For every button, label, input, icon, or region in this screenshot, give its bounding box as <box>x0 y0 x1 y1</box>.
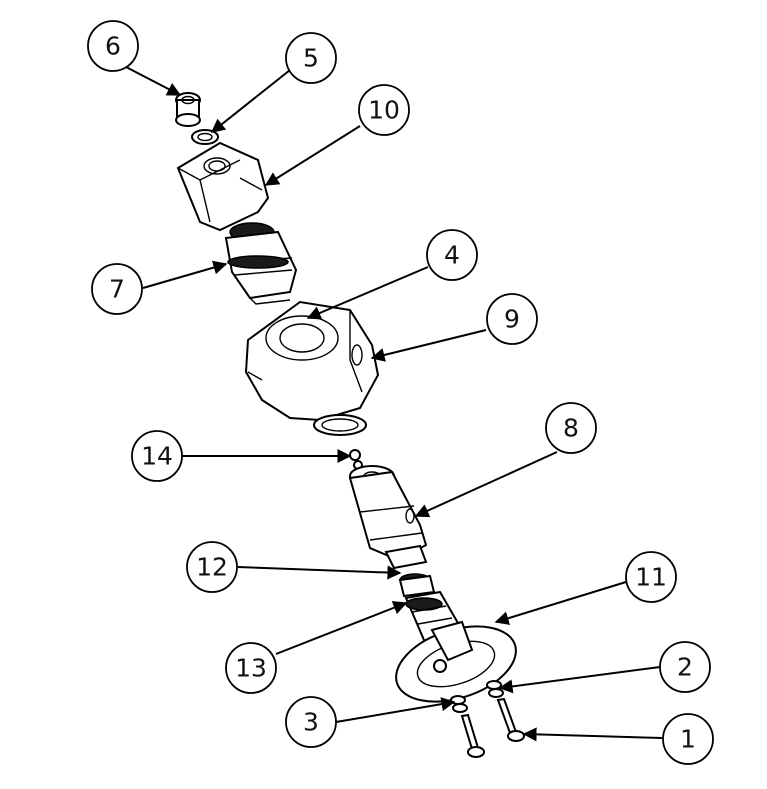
balloon-label: 10 <box>368 96 400 125</box>
balloon-11: 11 <box>625 551 677 603</box>
part-7-coupling <box>224 222 298 305</box>
part-11-flange <box>395 620 517 703</box>
o-ring-under-body <box>313 414 367 436</box>
balloon-8: 8 <box>545 402 597 454</box>
balloon-label: 6 <box>105 32 121 61</box>
part-12-plug <box>398 573 436 598</box>
part-5-ring <box>191 129 219 145</box>
balloon-label: 2 <box>677 653 693 682</box>
part-6-fitting <box>175 92 201 127</box>
balloon-label: 14 <box>141 442 173 471</box>
balloon-5: 5 <box>285 32 337 84</box>
balloon-label: 5 <box>303 44 319 73</box>
balloon-7: 7 <box>91 263 143 315</box>
balloon-12: 12 <box>186 541 238 593</box>
balloon-label: 4 <box>444 241 460 270</box>
part-8-cartridge <box>348 465 428 570</box>
balloon-4: 4 <box>426 229 478 281</box>
balloon-label: 1 <box>680 725 696 754</box>
balloon-3: 3 <box>285 696 337 748</box>
balloon-label: 3 <box>303 708 319 737</box>
balloon-label: 13 <box>235 654 267 683</box>
balloon-2: 2 <box>659 641 711 693</box>
balloon-label: 11 <box>635 563 667 592</box>
part-14-ball <box>349 449 363 470</box>
balloon-9: 9 <box>486 293 538 345</box>
balloon-1: 1 <box>662 713 714 765</box>
balloon-13: 13 <box>225 642 277 694</box>
balloon-14: 14 <box>131 430 183 482</box>
balloon-label: 12 <box>196 553 228 582</box>
balloon-label: 7 <box>109 275 125 304</box>
leader-lines <box>125 66 663 742</box>
balloon-6: 6 <box>87 20 139 72</box>
part-9-main-body <box>244 300 380 422</box>
part-10-upper-block <box>176 141 270 232</box>
balloon-10: 10 <box>358 84 410 136</box>
balloon-label: 8 <box>563 414 579 443</box>
balloon-label: 9 <box>504 305 520 334</box>
